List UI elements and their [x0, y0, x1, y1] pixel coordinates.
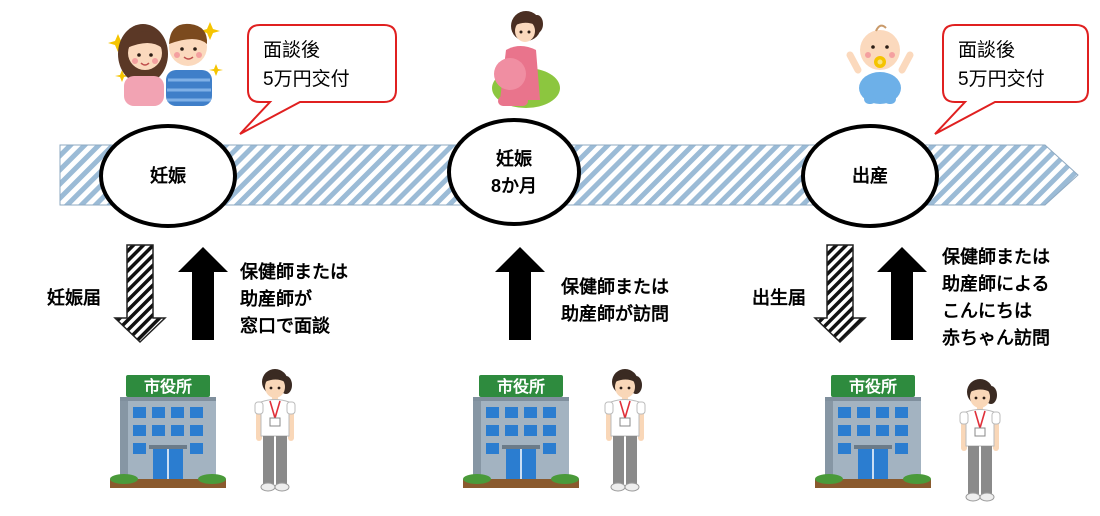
baby-illustration: [846, 24, 914, 104]
bubble-line-1: 面談後: [263, 39, 320, 61]
support-up-arrow-pregnancy: [178, 247, 228, 340]
action-line: 助産師が: [240, 288, 312, 309]
action-text-pregnancy: 保健師または 助産師が 窓口で面談: [239, 261, 348, 336]
support-up-arrow-eight-months: [495, 247, 545, 340]
city-hall-building: 市役所: [463, 375, 579, 488]
milestone-label: 出産: [852, 165, 888, 186]
submit-down-arrow-birth: [813, 244, 867, 344]
action-text-eight-months: 保健師または 助産師が訪問: [560, 276, 669, 324]
bubble-line-1: 面談後: [958, 39, 1015, 61]
action-line: 保健師または: [941, 246, 1050, 267]
birth-notification-label: 出生届: [752, 287, 806, 308]
grant-bubble-pregnancy: 面談後 5万円交付: [239, 24, 397, 135]
nurse-illustration: [604, 369, 646, 492]
city-hall-building: 市役所: [110, 375, 226, 488]
action-line: 窓口で面談: [240, 315, 331, 336]
couple-illustration: [108, 22, 223, 106]
pregnant-woman-illustration: [492, 11, 560, 108]
support-up-arrow-birth: [877, 247, 927, 340]
grant-bubble-birth: 面談後 5万円交付: [934, 24, 1089, 135]
pregnancy-notification-label: 妊娠届: [47, 287, 101, 308]
nurse-illustration: [959, 379, 1001, 502]
city-hall-sign: 市役所: [497, 377, 545, 396]
milestone-label: 妊娠: [150, 165, 187, 186]
city-hall-sign: 市役所: [849, 377, 897, 396]
action-line: 助産師が訪問: [561, 303, 669, 324]
nurse-illustration: [254, 369, 296, 492]
bubble-line-2: 5万円交付: [958, 68, 1045, 90]
milestone-birth: 出産: [801, 124, 939, 228]
milestone-label: 妊娠: [496, 148, 533, 169]
milestone-eight-months: 妊娠 8か月: [447, 118, 581, 226]
action-line: こんにちは: [942, 301, 1032, 321]
action-line: 赤ちゃん訪問: [942, 327, 1050, 348]
bubble-line-2: 5万円交付: [263, 68, 350, 90]
city-hall-sign: 市役所: [144, 377, 192, 396]
action-line: 保健師または: [239, 261, 348, 282]
action-text-birth: 保健師または 助産師による こんにちは 赤ちゃん訪問: [941, 246, 1050, 348]
milestone-label: 8か月: [491, 176, 537, 196]
action-line: 保健師または: [560, 276, 669, 297]
submit-down-arrow-pregnancy: [113, 244, 167, 344]
milestone-pregnancy: 妊娠: [99, 124, 237, 228]
action-line: 助産師による: [942, 273, 1049, 294]
city-hall-building: 市役所: [815, 375, 931, 488]
